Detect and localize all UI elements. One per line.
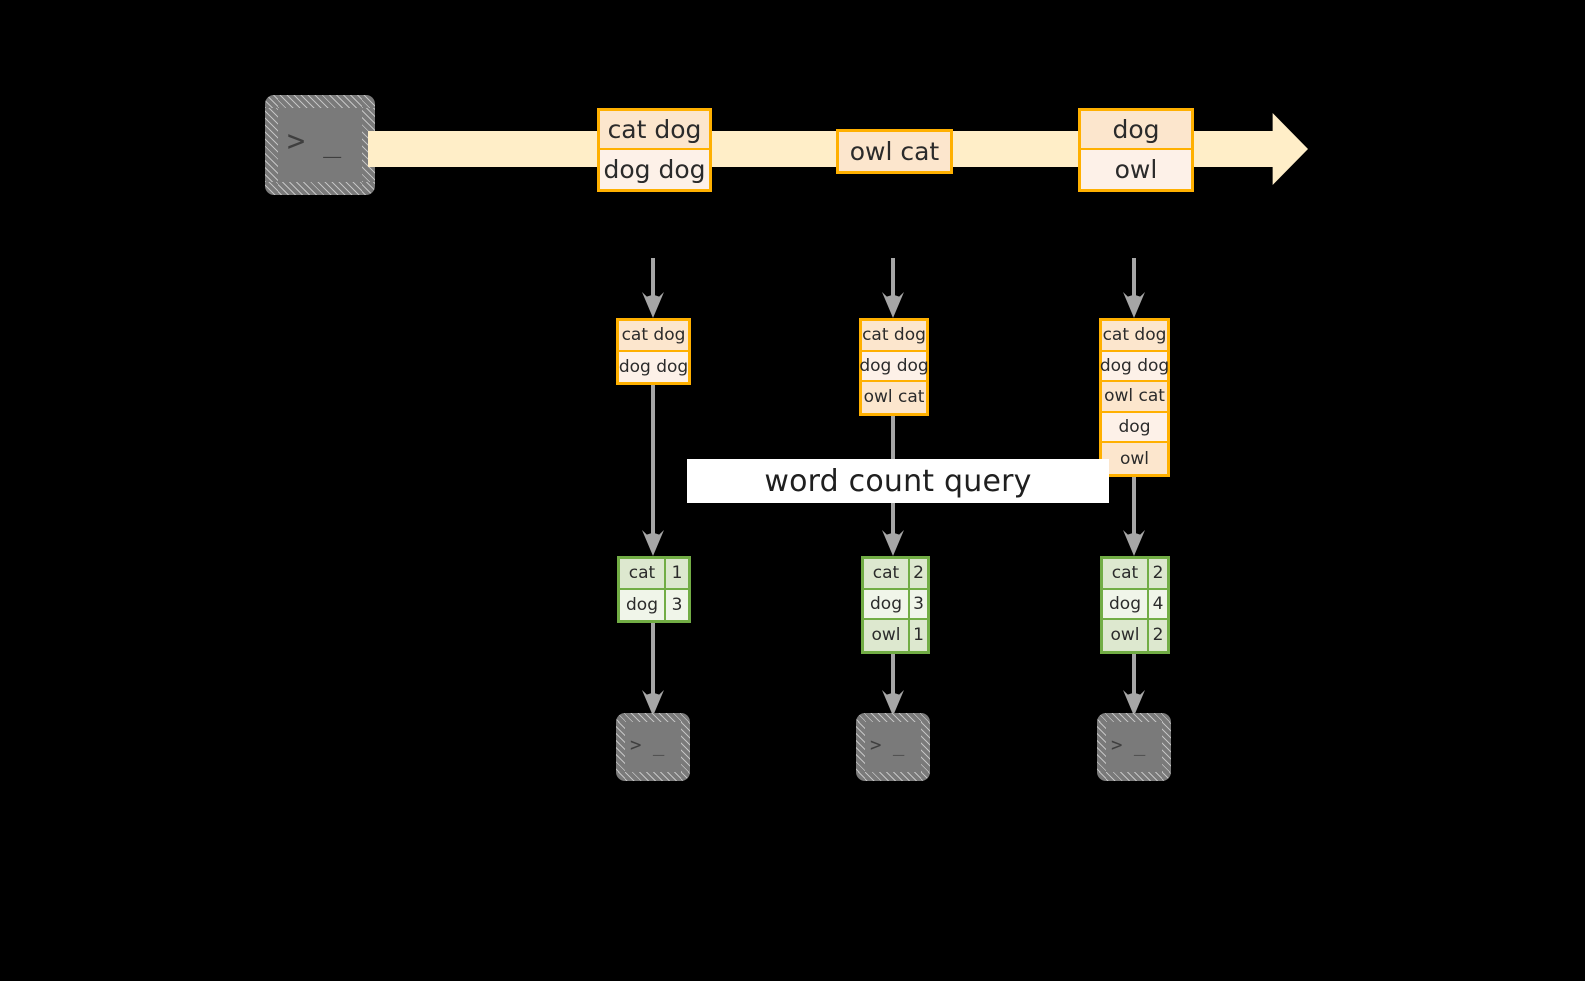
result-count-cell: 1	[910, 620, 927, 651]
result-word-cell: dog	[864, 589, 910, 619]
result-count-cell: 1	[666, 559, 688, 588]
state-to-result-arrow-arrowhead	[642, 530, 664, 556]
sink-terminal-icon: > _	[1097, 713, 1171, 781]
stream-to-state-arrow-line	[1132, 258, 1136, 300]
terminal-hatch-border	[265, 95, 375, 195]
terminal-hatch-border	[616, 713, 690, 781]
record-row: dog dog	[619, 351, 688, 383]
query-label-text: word count query	[764, 463, 1032, 499]
stream-batch-box: owl cat	[836, 129, 953, 174]
result-word-cell: cat	[1103, 559, 1149, 588]
record-row: owl cat	[862, 382, 926, 413]
record-row: dog dog	[859, 351, 929, 383]
record-row: cat dog	[1102, 321, 1167, 352]
state-to-result-arrow-line	[1132, 477, 1136, 538]
state-to-result-arrow-line	[651, 385, 655, 538]
terminal-prompt-glyphs: > _	[1111, 734, 1146, 756]
sink-terminal-icon: > _	[856, 713, 930, 781]
record-row: dog	[1102, 412, 1167, 444]
terminal-prompt-glyphs: > _	[287, 124, 342, 159]
result-count-cell: 3	[666, 589, 688, 621]
query-label-band: word count query	[687, 459, 1109, 503]
terminal-hatch-border	[1097, 713, 1171, 781]
stream-to-state-arrow-arrowhead	[882, 292, 904, 318]
terminal-prompt-glyphs: > _	[870, 734, 905, 756]
sink-terminal-icon: > _	[616, 713, 690, 781]
stream-to-state-arrow-arrowhead	[1123, 292, 1145, 318]
record-row: cat dog	[600, 111, 709, 150]
terminal-hatch-border	[856, 713, 930, 781]
stream-to-state-arrow-arrowhead	[642, 292, 664, 318]
record-row: dog dog	[600, 150, 709, 189]
result-to-sink-arrow-line	[1132, 653, 1136, 698]
state-to-result-arrow-arrowhead	[1123, 530, 1145, 556]
record-row: cat dog	[619, 321, 688, 352]
terminal-prompt-glyphs: > _	[630, 734, 665, 756]
source-terminal-icon: > _	[265, 95, 375, 195]
result-count-cell: 3	[910, 589, 927, 619]
result-count-cell: 2	[1149, 620, 1167, 651]
stream-to-state-arrow-line	[651, 258, 655, 300]
result-word-cell: owl	[864, 620, 910, 651]
result-word-cell: dog	[1103, 589, 1149, 619]
record-row: dog	[1081, 111, 1191, 150]
record-row: owl	[1081, 150, 1191, 189]
result-word-cell: cat	[620, 559, 666, 588]
result-count-cell: 2	[910, 559, 927, 588]
result-to-sink-arrow-line	[651, 623, 655, 698]
result-to-sink-arrow-line	[891, 653, 895, 698]
record-row: owl	[1102, 443, 1167, 474]
result-count-cell: 2	[1149, 559, 1167, 588]
result-count-cell: 4	[1149, 589, 1167, 619]
stream-to-state-arrow-line	[891, 258, 895, 300]
result-word-cell: dog	[620, 589, 666, 621]
record-row: owl cat	[1102, 382, 1167, 413]
result-word-cell: owl	[1103, 620, 1149, 651]
record-row: dog dog	[1100, 351, 1169, 383]
record-row: cat dog	[862, 321, 926, 352]
record-row: owl cat	[839, 132, 950, 171]
result-word-cell: cat	[864, 559, 910, 588]
state-to-result-arrow-arrowhead	[882, 530, 904, 556]
stream-arrow-head	[1240, 113, 1308, 185]
